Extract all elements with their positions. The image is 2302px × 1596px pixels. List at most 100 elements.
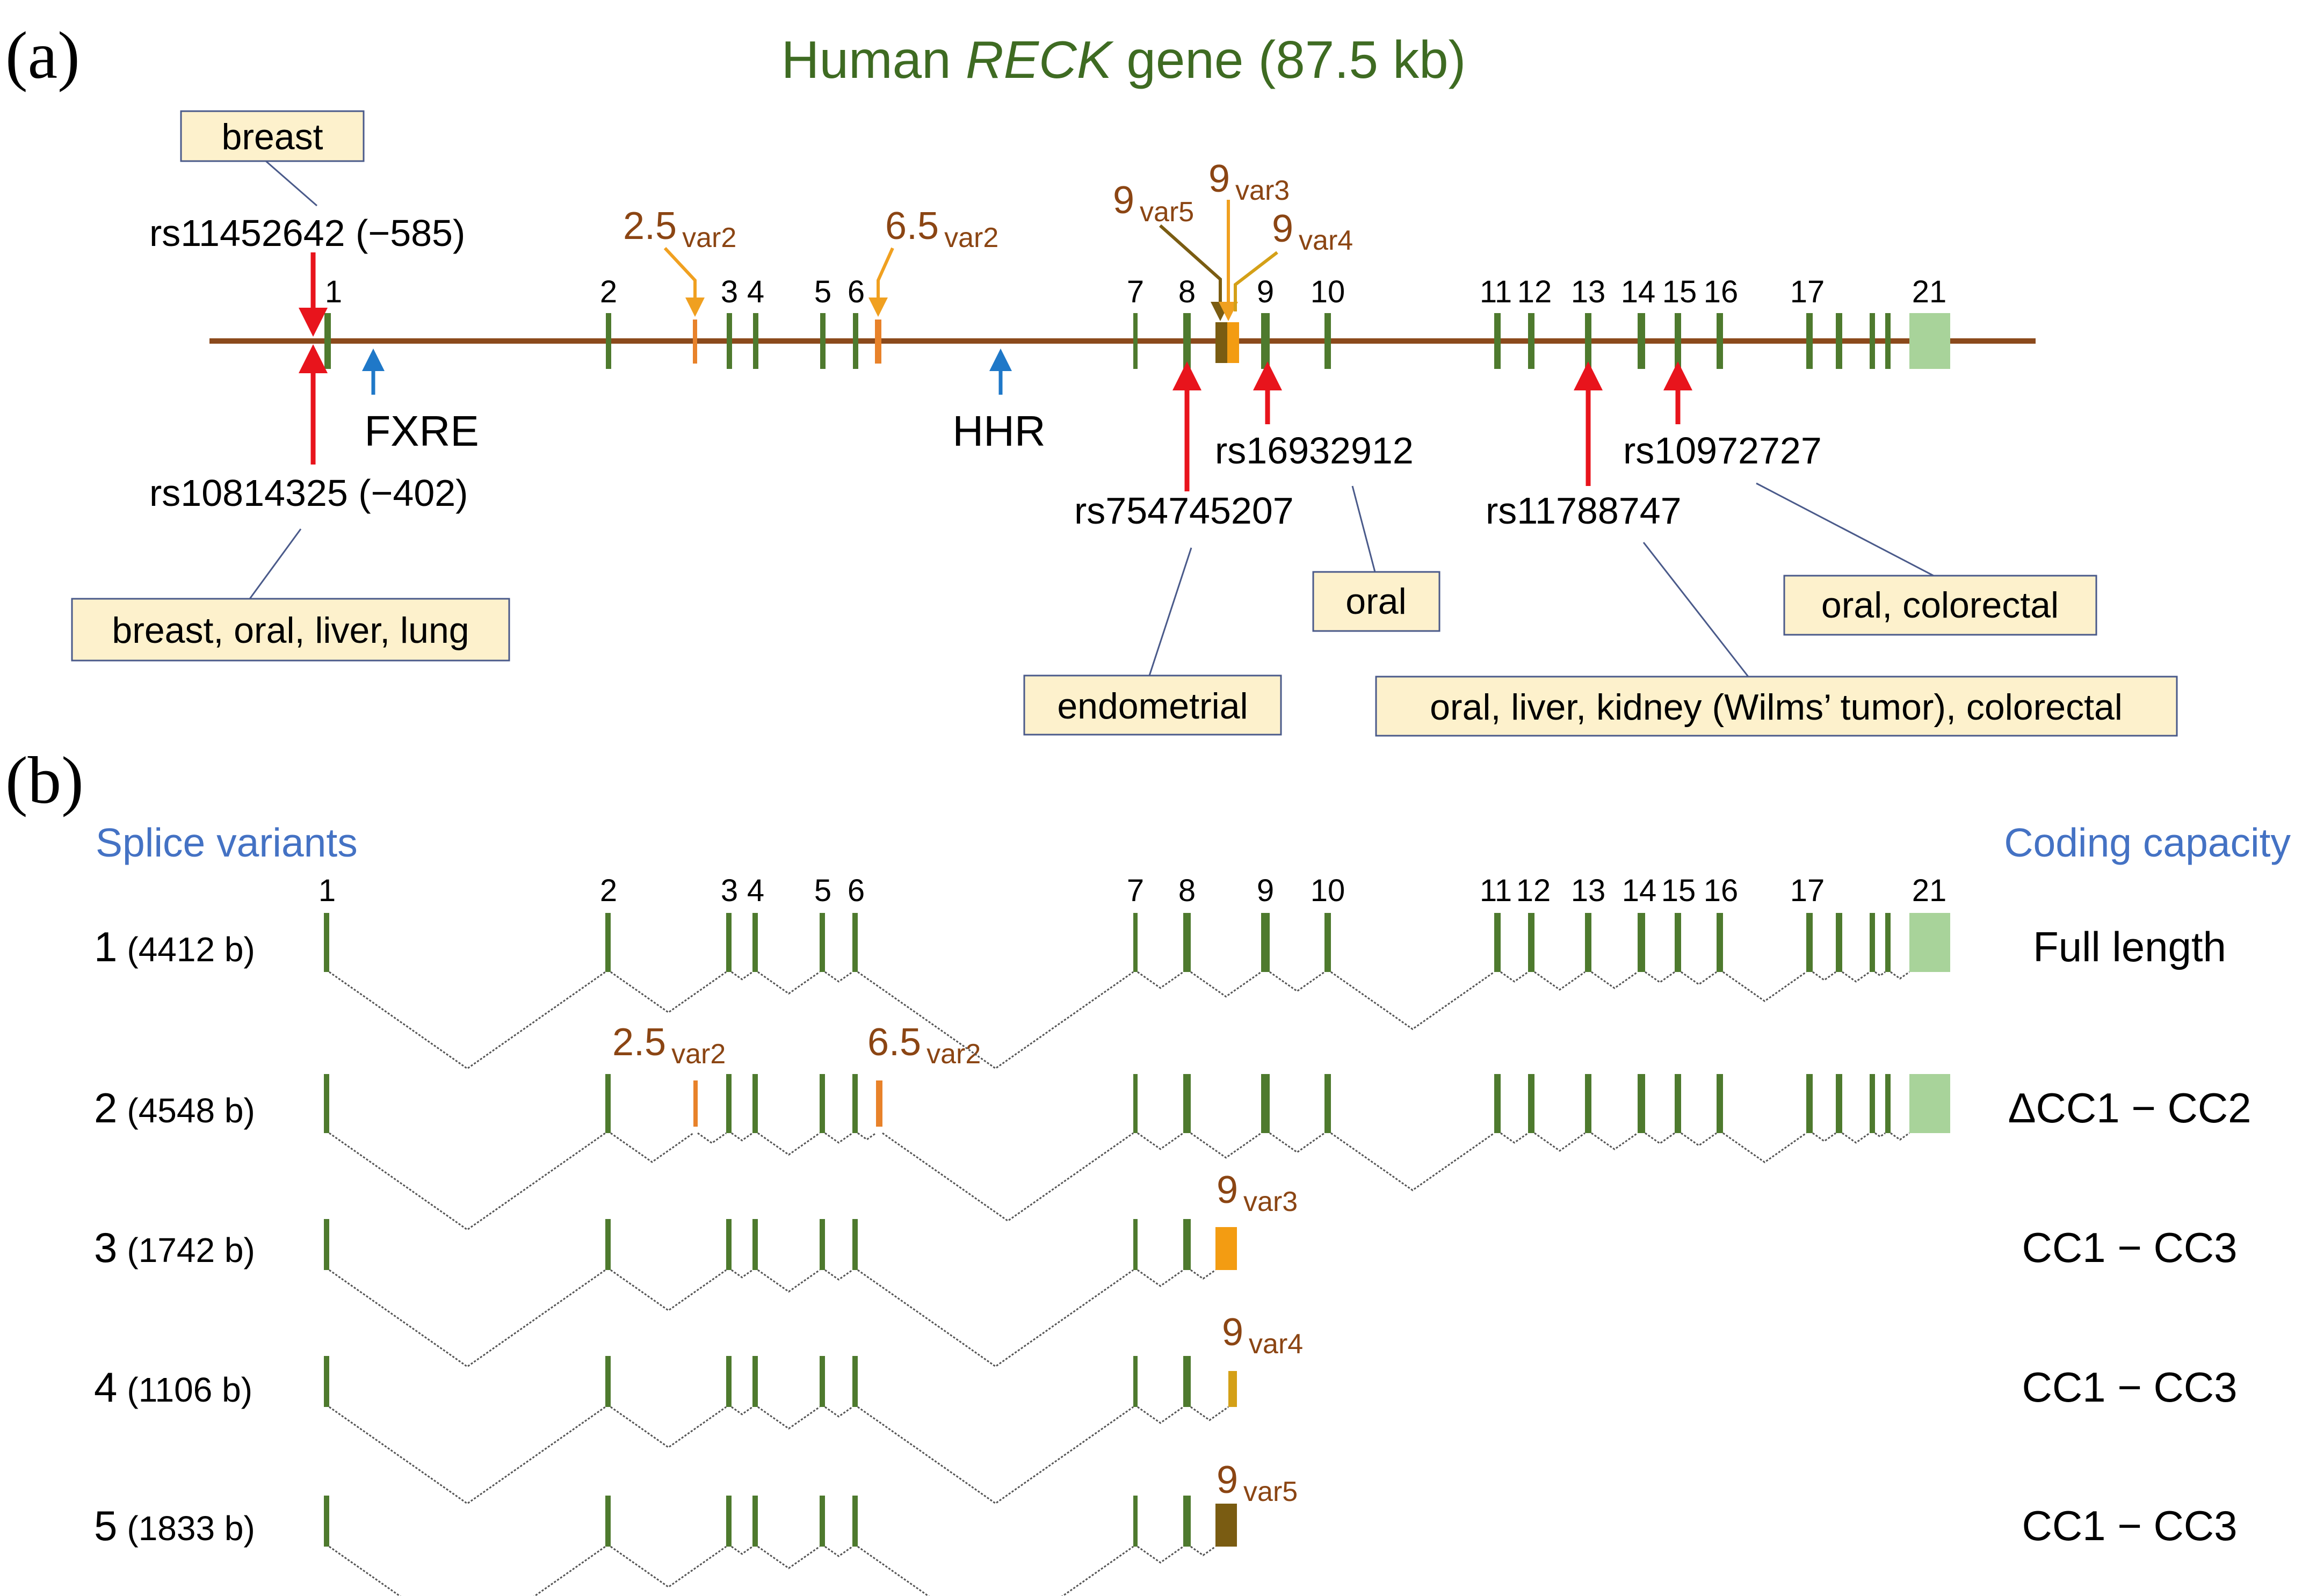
exon-label: 21 (1912, 274, 1947, 309)
exon-label: 15 (1661, 873, 1696, 908)
exon-box (1885, 913, 1891, 972)
intron-line (1190, 1406, 1229, 1421)
exon-box (1638, 913, 1645, 972)
variant-label-2: 2(4548 b) (94, 1084, 255, 1131)
exon-13 (1585, 313, 1591, 369)
box-oral-liver-kidney-colorectal (1375, 676, 2178, 737)
exon-box (605, 1219, 611, 1270)
arrow-9-var4 (1234, 251, 1278, 311)
exon-11 (1494, 313, 1501, 369)
intron-line (329, 1132, 606, 1231)
alt-exon-2-5 (693, 320, 697, 364)
intron-line (610, 1406, 727, 1449)
intron-line (824, 1406, 853, 1418)
exon-box (1183, 1496, 1191, 1547)
exon-box (1261, 1074, 1270, 1133)
splice-variant-row (324, 1356, 1237, 1505)
exon-box (852, 1496, 858, 1547)
splice-variant-row (324, 1074, 1950, 1231)
intron-line (1500, 1132, 1529, 1144)
intron-line (610, 1269, 727, 1312)
variant-label-4: 4(1106 b) (94, 1363, 252, 1411)
capacity-label-4: CC1 − CC3 (2022, 1363, 2238, 1411)
alt-exon-6-5 (875, 320, 881, 364)
intron-line (1645, 1132, 1675, 1145)
intron-line (1722, 1132, 1807, 1164)
intron-line (757, 971, 820, 995)
box-endometrial (1023, 674, 1282, 736)
intron-line (1591, 1132, 1638, 1150)
exon-label: 5 (814, 873, 831, 908)
exon-1 (324, 313, 331, 369)
exon-label: 7 (1127, 873, 1144, 908)
box-text: oral (1345, 581, 1406, 622)
exon-box (752, 1356, 758, 1407)
box-text: breast, oral, liver, lung (112, 610, 469, 651)
exon-label: 6 (848, 873, 865, 908)
exon-3 (727, 313, 732, 369)
exon-label: 12 (1516, 873, 1551, 908)
box-oral (1312, 571, 1440, 632)
intron-line (1330, 971, 1495, 1031)
snp-label: rs754745207 (1074, 490, 1294, 532)
exon-box (820, 1219, 825, 1270)
exon-label: 2 (600, 873, 617, 908)
intron-line (857, 1269, 1134, 1368)
exon-box (1183, 1074, 1191, 1133)
intron-line (329, 1546, 606, 1596)
intron-line (1269, 1132, 1325, 1154)
exon-label: 14 (1622, 873, 1657, 908)
intron-line (1874, 971, 1886, 977)
exon-label: 11 (1480, 873, 1512, 908)
exon-box (324, 1219, 329, 1270)
intron-line (731, 1269, 753, 1279)
exon-box (820, 913, 825, 972)
exon-box (752, 1496, 758, 1547)
box-breast (180, 110, 365, 162)
intron-line (610, 1132, 694, 1163)
intron-line (824, 1269, 853, 1281)
exon-box (1836, 913, 1842, 972)
exon-box (876, 1080, 882, 1127)
arrow-6-5 (868, 247, 894, 317)
exon-box (1836, 1074, 1842, 1133)
intron-line (1190, 971, 1262, 998)
coding-capacity-header: Coding capacity (2004, 820, 2291, 865)
exon-box (1261, 913, 1270, 972)
intron-line (1500, 971, 1529, 983)
exon-15 (1675, 313, 1681, 369)
exon-box (1324, 913, 1331, 972)
snp-labels: rs11452642 (−585) rs10814325 (−402) rs75… (149, 212, 1822, 532)
exon-7 (1133, 313, 1138, 369)
exon-box (726, 1356, 732, 1407)
intron-line (1137, 1406, 1184, 1424)
exon-label: 9 (1257, 873, 1274, 908)
exon-box (1528, 913, 1534, 972)
exon-labels-panel-a: 1 2 3 4 5 6 7 8 9 10 11 12 13 14 15 16 1… (325, 274, 1946, 309)
intron-line (1890, 971, 1910, 980)
exon-10 (1324, 313, 1331, 369)
exon-label: 17 (1790, 873, 1825, 908)
intron-line (1190, 1546, 1216, 1556)
intron-line (1137, 1269, 1184, 1287)
exon-label: 5 (814, 274, 831, 309)
exon-6 (853, 313, 858, 369)
exon-label: 7 (1127, 274, 1144, 309)
exon-box (752, 913, 758, 972)
exon-box (1717, 1074, 1723, 1133)
intron-line (1842, 1132, 1870, 1144)
exon-label: 16 (1704, 274, 1739, 309)
exon-14 (1638, 313, 1645, 369)
exon-label: 17 (1790, 274, 1825, 309)
exon-box (1638, 1074, 1645, 1133)
exon-label: 3 (721, 873, 738, 908)
exon-label: 9 (1257, 274, 1274, 309)
